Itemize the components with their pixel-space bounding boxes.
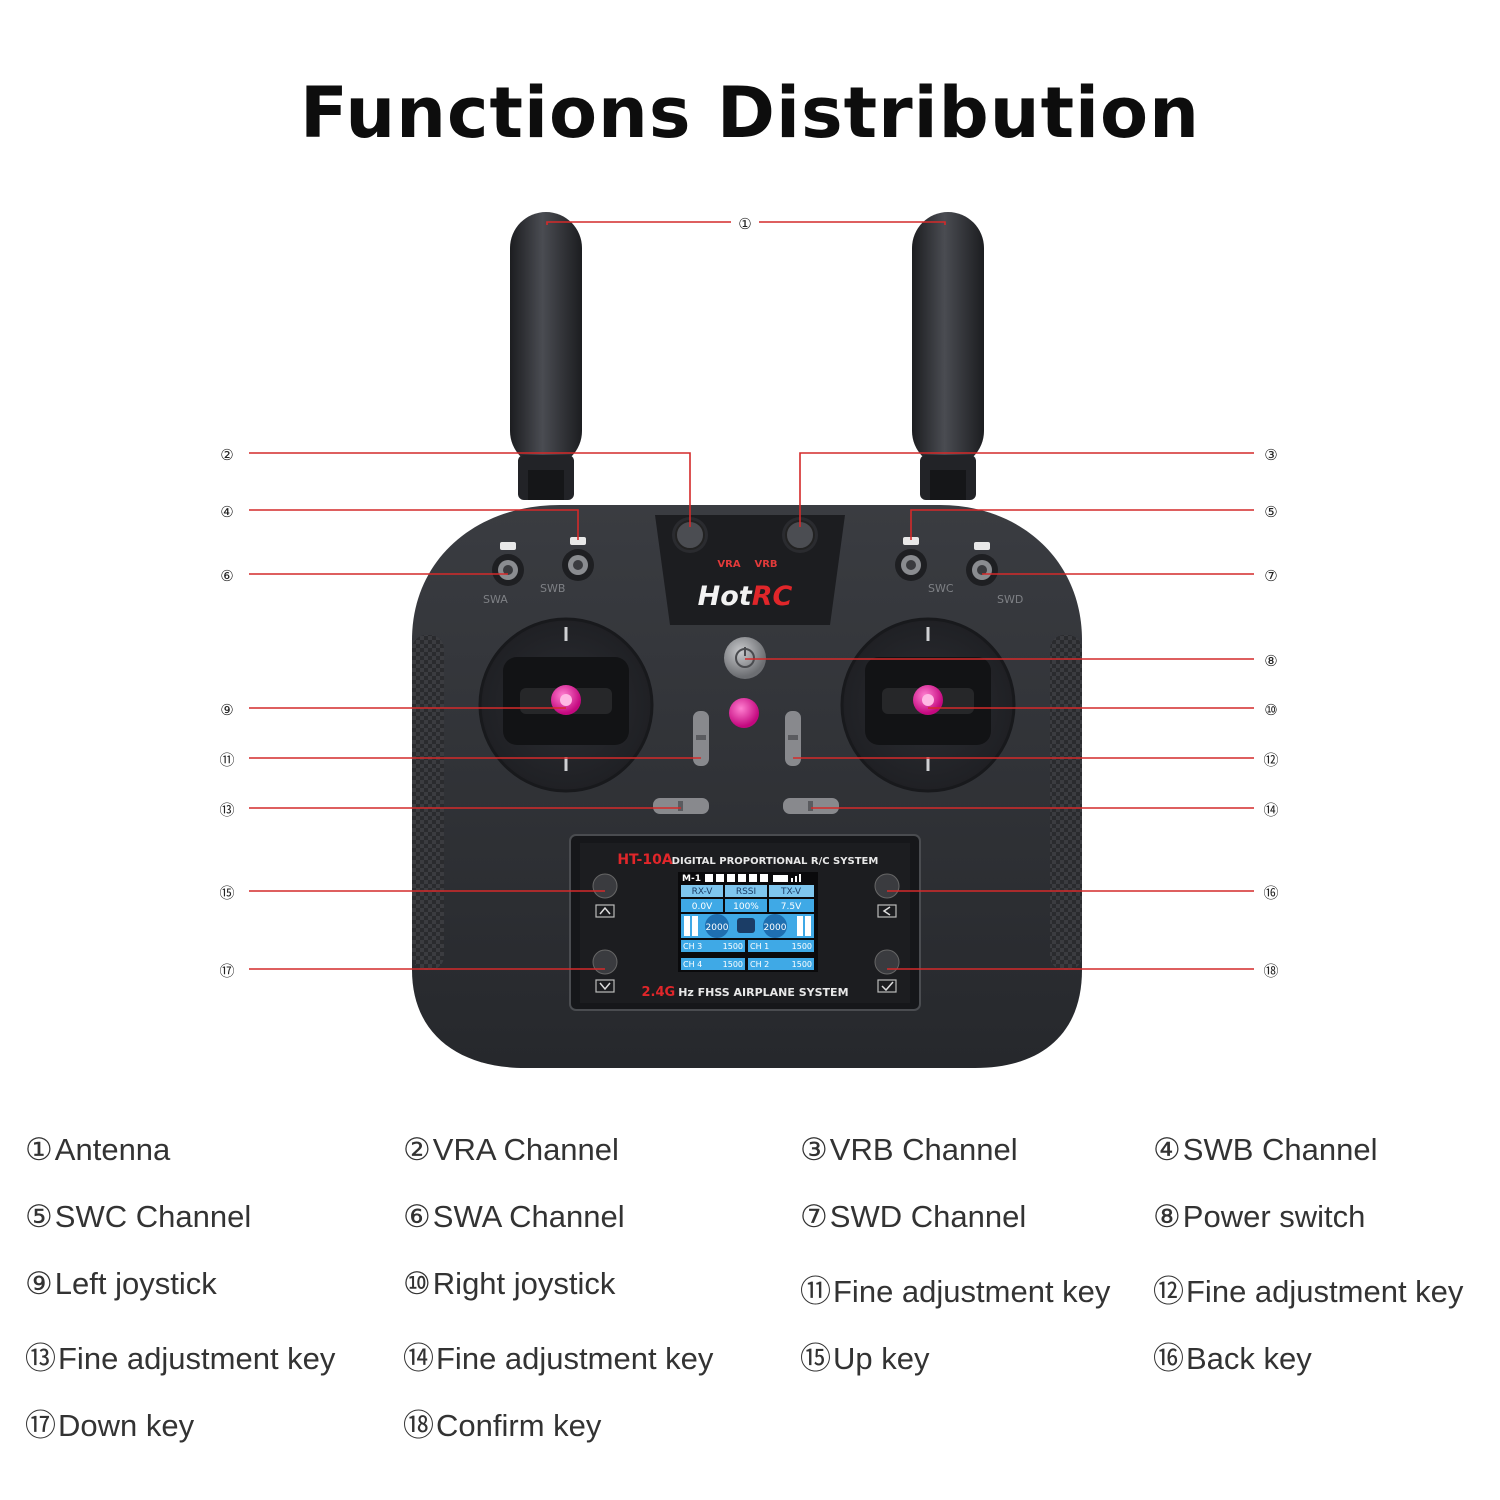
legend-item-3: ③VRB Channel: [800, 1132, 1018, 1167]
callout-18: ⑱: [1263, 962, 1278, 980]
right-joystick[interactable]: [840, 617, 1016, 793]
callout-8: ⑧: [1264, 652, 1277, 670]
swc-label: SWC: [928, 582, 954, 595]
legend-item-15: ⑮Up key: [800, 1341, 930, 1376]
legend-item-4: ④SWB Channel: [1153, 1132, 1378, 1167]
left-joystick[interactable]: [478, 617, 654, 793]
leader-2: [249, 452, 691, 527]
lcd-panel: HT-10A DIGITAL PROPORTIONAL R/C SYSTEM M…: [569, 834, 921, 1011]
callout-12: ⑫: [1263, 751, 1278, 769]
leader-lines: [249, 221, 1254, 970]
trim-key-left-horizontal[interactable]: [653, 798, 709, 814]
swa-label: SWA: [483, 593, 508, 606]
swb-label: SWB: [540, 582, 565, 595]
legend-item-7: ⑦SWD Channel: [800, 1199, 1027, 1234]
trim-key-right-horizontal[interactable]: [783, 798, 839, 814]
callout-17: ⑰: [219, 962, 234, 980]
callout-2: ②: [220, 446, 233, 464]
legend-item-1: ①Antenna: [25, 1132, 171, 1167]
confirm-key[interactable]: [874, 949, 900, 993]
swd-switch[interactable]: [966, 542, 998, 586]
ch1-value: 1500: [792, 942, 812, 951]
legend-item-17: ⑰Down key: [25, 1408, 195, 1443]
leader-4: [249, 509, 579, 540]
leader-5: [910, 509, 1254, 540]
callout-numbers: ① ② ③ ④ ⑤ ⑥ ⑦ ⑧ ⑨ ⑩ ⑪ ⑫ ⑬ ⑭ ⑮ ⑯ ⑰ ⑱: [219, 215, 1278, 980]
callout-5: ⑤: [1264, 503, 1277, 521]
callout-11: ⑪: [219, 751, 234, 769]
vra-label: VRA: [717, 559, 740, 570]
leader-3: [799, 452, 1254, 527]
up-key[interactable]: [592, 873, 618, 918]
callout-4: ④: [220, 503, 233, 521]
gauge-left-value: 2000: [706, 923, 729, 933]
callout-14: ⑭: [1263, 801, 1278, 819]
callout-16: ⑯: [1263, 884, 1278, 902]
legend-item-11: ⑪Fine adjustment key: [800, 1274, 1111, 1309]
callout-9: ⑨: [220, 701, 233, 719]
callout-13: ⑬: [219, 801, 234, 819]
rxv-label: RX-V: [692, 887, 714, 897]
legend-item-14: ⑭Fine adjustment key: [403, 1341, 714, 1376]
rxv-value: 0.0V: [692, 902, 713, 912]
leader-1-right: [759, 221, 946, 225]
legend-item-13: ⑬Fine adjustment key: [25, 1341, 336, 1376]
antenna-right: [912, 212, 984, 500]
screen-header: DIGITAL PROPORTIONAL R/C SYSTEM: [672, 856, 879, 867]
legend-item-10: ⑩Right joystick: [403, 1266, 616, 1301]
power-switch[interactable]: [724, 637, 766, 679]
legend-item-2: ②VRA Channel: [403, 1132, 619, 1167]
mode-label: M-1: [682, 874, 701, 884]
trim-key-left-vertical[interactable]: [693, 711, 709, 766]
legend-item-5: ⑤SWC Channel: [25, 1199, 252, 1234]
legend-item-8: ⑧Power switch: [1153, 1199, 1366, 1234]
callout-6: ⑥: [220, 567, 233, 585]
callout-3: ③: [1264, 446, 1277, 464]
legend-item-12: ⑫Fine adjustment key: [1153, 1274, 1464, 1309]
ch1-label: CH 1: [750, 942, 769, 951]
swd-label: SWD: [997, 593, 1023, 606]
back-key[interactable]: [874, 873, 900, 918]
swb-switch[interactable]: [562, 537, 594, 581]
swa-switch[interactable]: [492, 542, 524, 586]
trim-key-right-vertical[interactable]: [785, 711, 801, 766]
txv-label: TX-V: [780, 887, 802, 897]
rssi-label: RSSI: [736, 887, 756, 897]
model-label: HT-10A: [617, 852, 673, 868]
callout-15: ⑮: [219, 884, 234, 902]
callout-10: ⑩: [1264, 701, 1277, 719]
legend-item-16: ⑯Back key: [1153, 1341, 1312, 1376]
callout-1: ①: [738, 215, 751, 233]
leader-1-left: [546, 221, 731, 225]
legend-item-9: ⑨Left joystick: [25, 1266, 217, 1301]
page-title: Functions Distribution: [300, 72, 1200, 154]
vrb-label: VRB: [754, 559, 777, 570]
ch3-label: CH 3: [683, 942, 702, 951]
ch4-value: 1500: [723, 960, 743, 969]
rssi-value: 100%: [733, 902, 759, 912]
ch2-value: 1500: [792, 960, 812, 969]
transmitter-diagram: VRA VRB HotRC SWA SWB SWC SWD: [219, 212, 1279, 1068]
brand-logo: HotRC: [698, 581, 793, 612]
legend: ①Antenna ②VRA Channel ③VRB Channel ④SWB …: [0, 1120, 1500, 1450]
swc-switch[interactable]: [895, 537, 927, 581]
ch2-label: CH 2: [750, 960, 769, 969]
legend-item-6: ⑥SWA Channel: [403, 1199, 625, 1234]
down-key[interactable]: [592, 949, 618, 993]
gauge-right-value: 2000: [764, 923, 787, 933]
antenna-left: [510, 212, 582, 500]
ch4-label: CH 4: [683, 960, 702, 969]
ch3-value: 1500: [723, 942, 743, 951]
vra-knob[interactable]: [672, 517, 708, 553]
callout-7: ⑦: [1264, 567, 1277, 585]
center-pink-knob: [729, 698, 759, 728]
txv-value: 7.5V: [781, 902, 802, 912]
legend-item-18: ⑱Confirm key: [403, 1408, 602, 1443]
